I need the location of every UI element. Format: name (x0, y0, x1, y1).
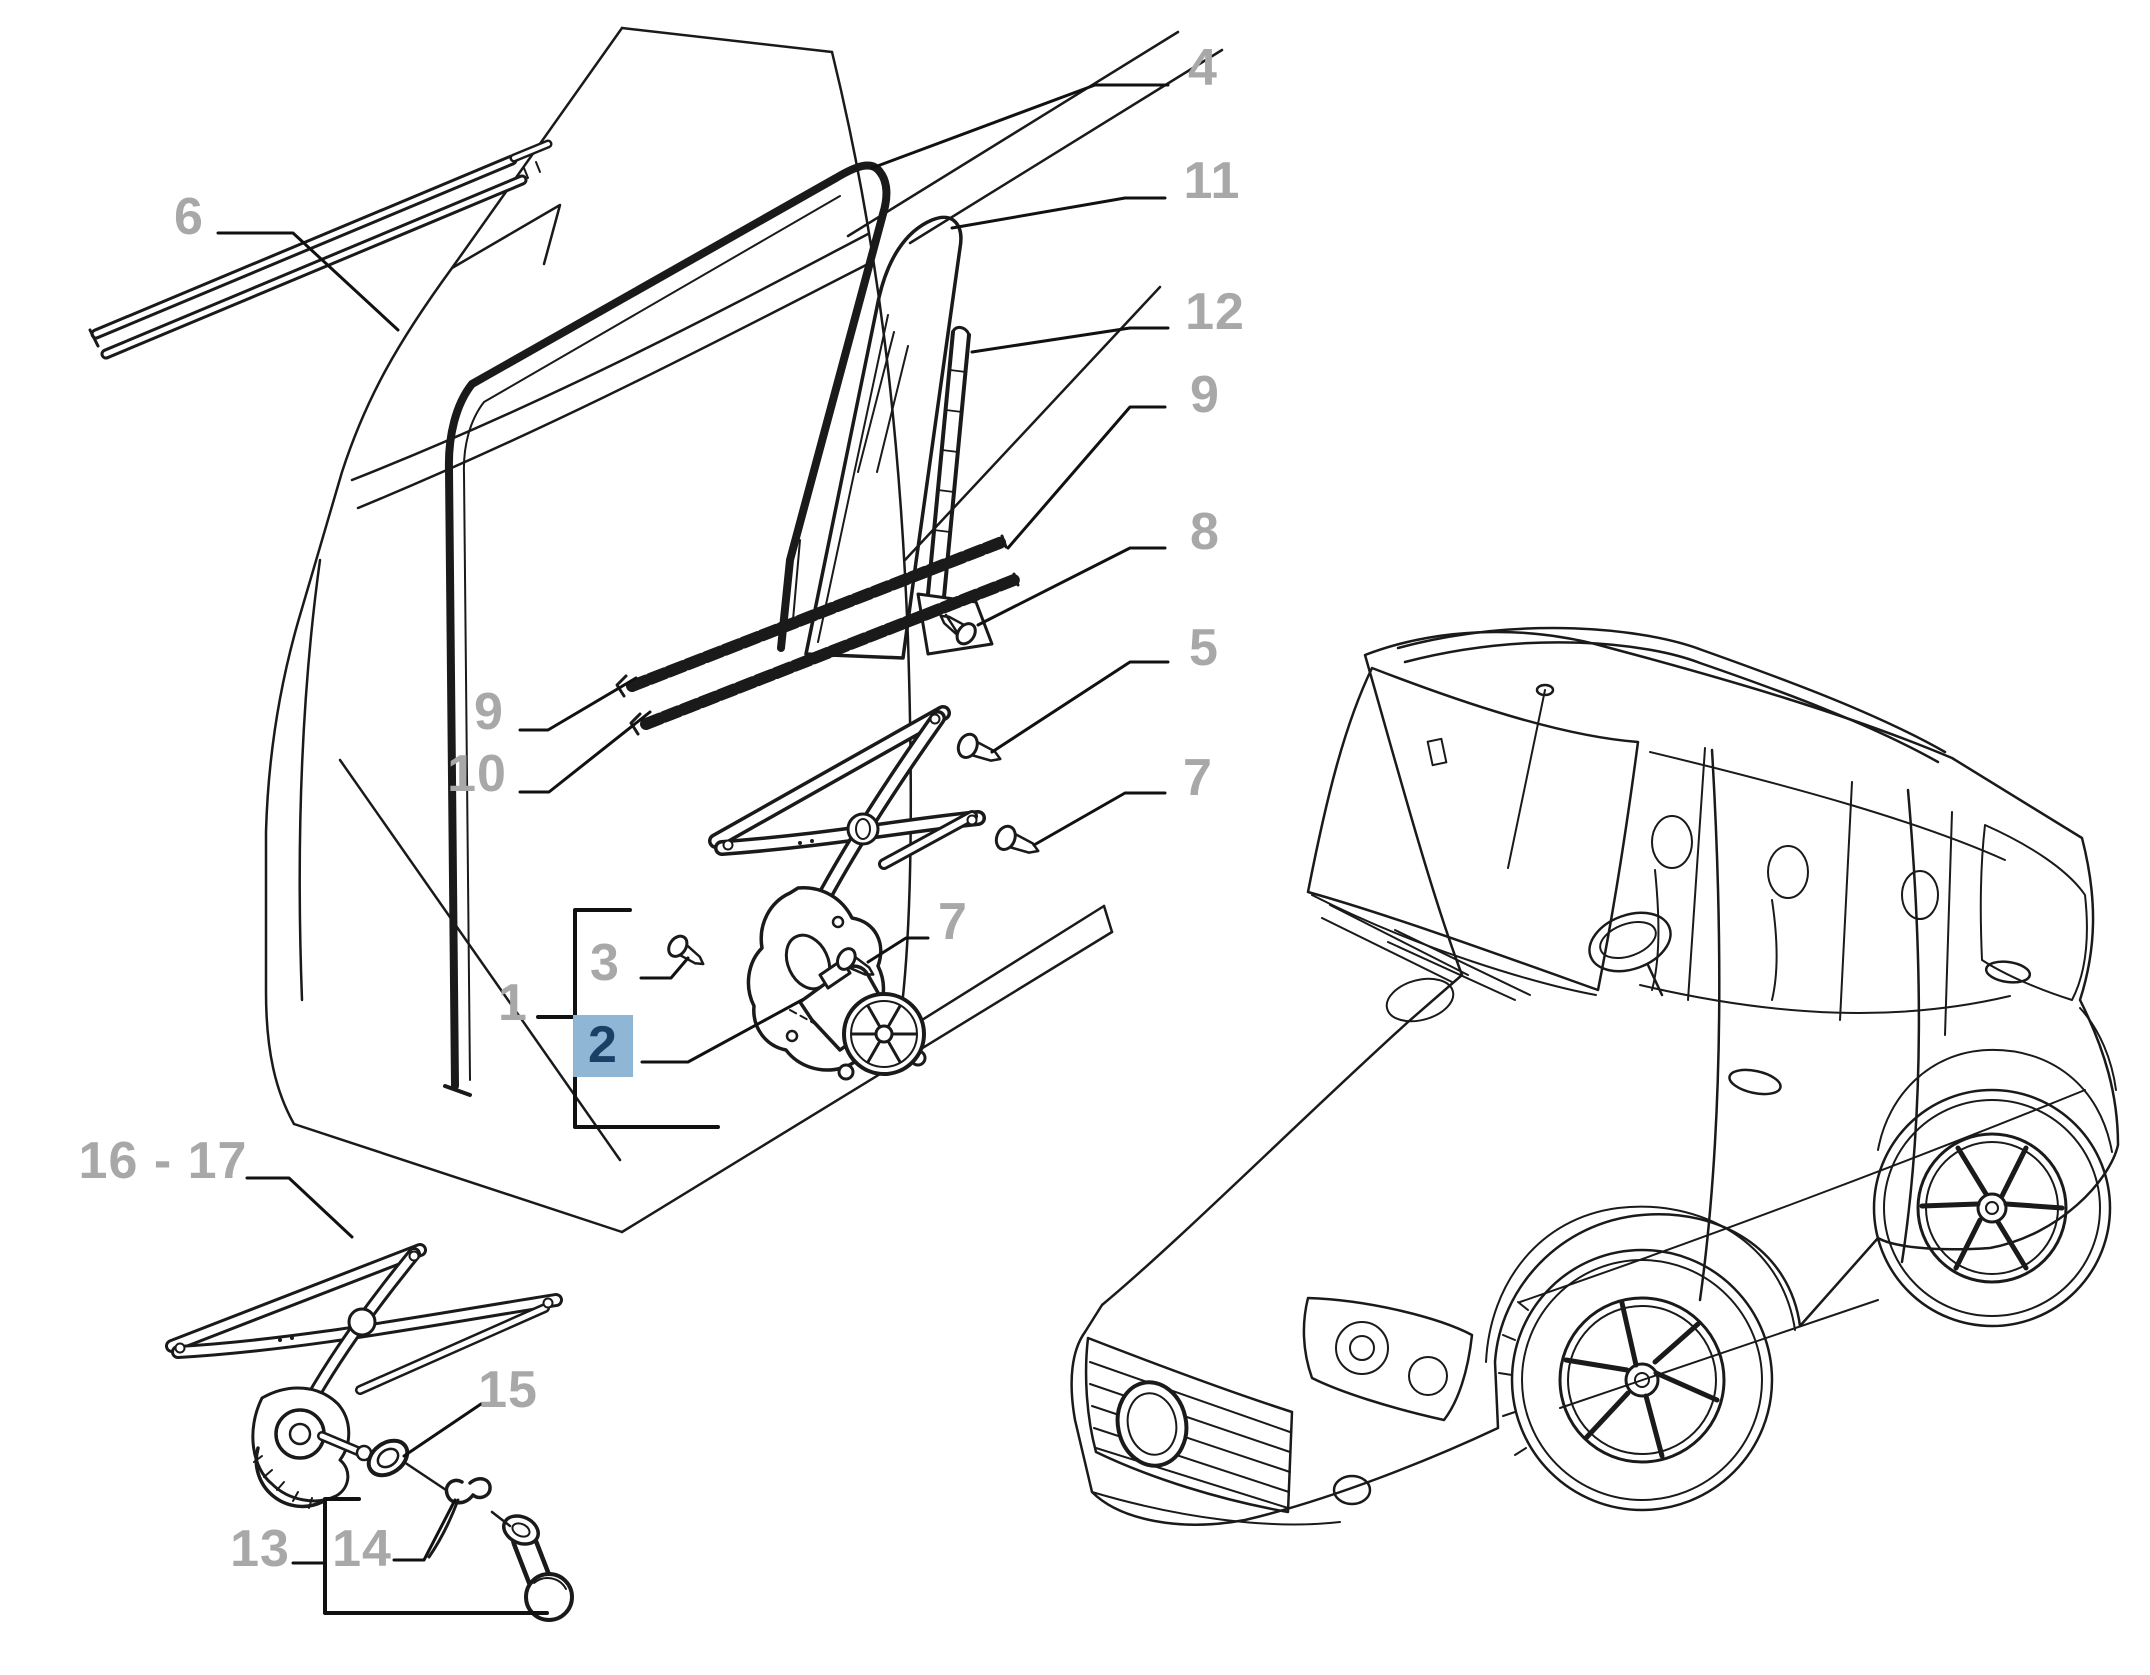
glass-bottom-channels-9-10 (615, 534, 1020, 736)
callout-4[interactable]: 4 (1188, 39, 1218, 97)
window-motor-2 (798, 958, 927, 1081)
callout-9-left[interactable]: 9 (474, 683, 504, 741)
screw-7-motor (835, 947, 875, 976)
callout-12[interactable]: 12 (1185, 283, 1245, 341)
callout-1[interactable]: 1 (498, 974, 528, 1032)
belt-weatherstrip-6 (88, 139, 553, 360)
window-run-seal-4 (443, 161, 891, 1097)
callout-7-right[interactable]: 7 (1183, 749, 1213, 807)
callout-10[interactable]: 10 (447, 745, 507, 803)
callout-6[interactable]: 6 (174, 188, 204, 246)
leader-7-motor (866, 936, 930, 964)
door-glass-11 (804, 215, 963, 660)
callout-7-motor[interactable]: 7 (938, 893, 968, 951)
screw-3 (667, 934, 705, 966)
callout-11[interactable]: 11 (1183, 152, 1241, 210)
callout-14[interactable]: 14 (332, 1520, 392, 1578)
leader-3 (639, 956, 690, 980)
callout-5[interactable]: 5 (1189, 619, 1219, 677)
callout-8[interactable]: 8 (1190, 503, 1220, 561)
leader-12 (970, 326, 1170, 354)
leader-5 (990, 660, 1170, 754)
leader-14 (392, 1498, 457, 1562)
callout-15[interactable]: 15 (478, 1361, 538, 1419)
manual-regulator-16-17 (165, 1243, 563, 1509)
leader-15 (402, 1402, 483, 1458)
callout-2[interactable]: 2 (573, 1015, 633, 1077)
leader-6 (216, 231, 400, 332)
leader-4 (870, 83, 1170, 170)
spacer-ring-15 (366, 1438, 410, 1478)
screw-5 (956, 732, 1002, 762)
leader-2 (640, 998, 804, 1064)
group-bracket-13-14 (323, 1497, 549, 1615)
leader-16-17 (245, 1176, 354, 1239)
explosion-axis-lines (402, 1460, 512, 1528)
screw-8 (939, 614, 977, 646)
leader-11 (950, 196, 1167, 230)
callout-9-right[interactable]: 9 (1190, 366, 1220, 424)
crank-handle-13 (502, 1514, 574, 1622)
door-shell (264, 26, 1224, 1234)
callout-16-17[interactable]: 16 - 17 (78, 1132, 248, 1190)
spring-clip-14 (427, 1477, 492, 1559)
callout-13[interactable]: 13 (230, 1520, 290, 1578)
leader-8 (976, 546, 1167, 627)
leader-9-right (1006, 405, 1167, 550)
callout-3[interactable]: 3 (590, 934, 620, 992)
leader-10 (518, 710, 652, 794)
window-regulator-1 (708, 705, 986, 1072)
screw-7-right (994, 824, 1040, 854)
leader-9-left (518, 676, 638, 732)
car-illustration (1070, 626, 2120, 1526)
leader-7-right (1032, 791, 1167, 847)
